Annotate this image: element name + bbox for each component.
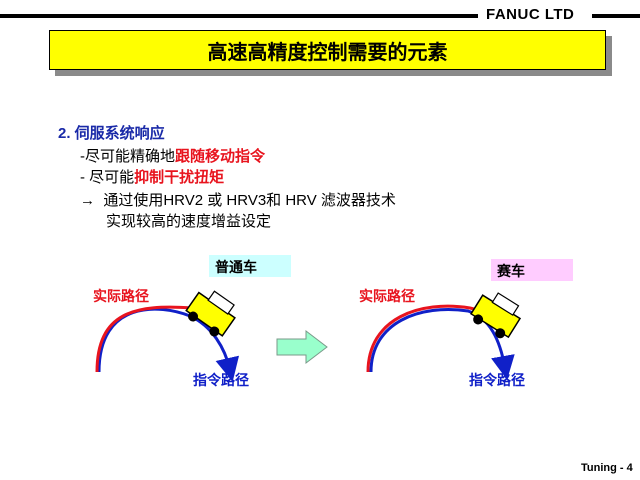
bullet1-highlight: 跟随移动指令	[175, 148, 266, 165]
command-path-right	[369, 308, 515, 380]
header-rule-right	[592, 14, 640, 18]
arrow-icon: →	[80, 192, 95, 209]
bullet2-highlight: 抑制干扰扭矩	[134, 169, 225, 186]
bullet3-text: 通过使用HRV2 或 HRV3和 HRV 滤波器技术	[103, 192, 396, 209]
bullet-hrv: → 通过使用HRV2 或 HRV3和 HRV 滤波器技术	[80, 189, 396, 210]
transition-arrow-icon	[276, 329, 328, 365]
command-path-left	[97, 307, 240, 382]
header-rule-left	[0, 14, 478, 18]
slide-title-text: 高速高精度控制需要的元素	[207, 41, 448, 64]
car-icon-normal	[185, 290, 236, 337]
car-icon-race	[470, 292, 522, 339]
section-heading: 2. 伺服系统响应	[58, 125, 165, 142]
bullet1-prefix: -尽可能精确地	[80, 148, 175, 165]
bullet-gain: 实现较高的速度增益设定	[106, 213, 272, 230]
page-number: Tuning - 4	[581, 462, 633, 474]
normal-car-label: 普通车	[209, 255, 291, 277]
bullet2-prefix: - 尽可能	[80, 169, 135, 186]
actual-path-left	[95, 305, 193, 373]
actual-path-label-right: 实际路径	[359, 288, 415, 304]
race-car-label: 赛车	[491, 259, 573, 281]
actual-path-label-left: 实际路径	[93, 288, 149, 304]
bullet-suppress-torque: - 尽可能抑制干扰扭矩	[80, 166, 224, 187]
company-name: FANUC LTD	[486, 6, 575, 23]
bullet-follow-command: -尽可能精确地跟随移动指令	[80, 145, 265, 166]
slide-title: 高速高精度控制需要的元素	[49, 30, 606, 70]
